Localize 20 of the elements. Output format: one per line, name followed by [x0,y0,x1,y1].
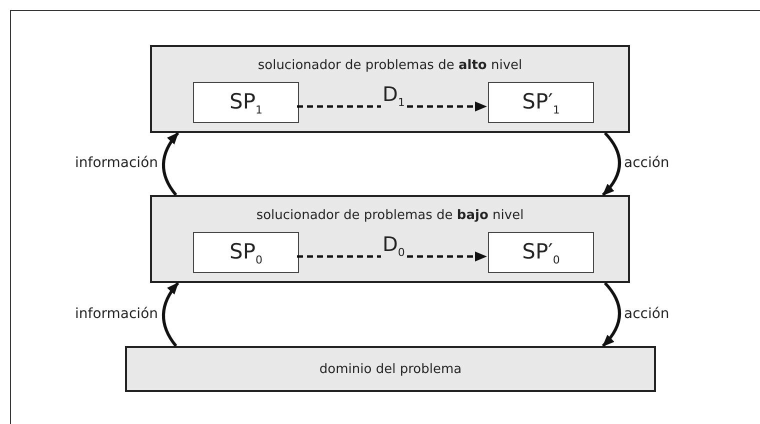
state-box [193,232,299,273]
state-label: SP$_{0}$ [228,238,264,266]
state-label: SP′$_{1}$ [521,88,561,116]
level-band [125,346,656,392]
state-box [488,82,594,123]
dashed-arrow [297,102,487,112]
curved-arrow [162,282,180,347]
curved-arrow [162,132,180,196]
band-title: solucionador de problemas de alto nivel [256,58,524,73]
level-band [150,195,630,283]
state-label: SP$_{1}$ [228,88,264,116]
state-label: SP′$_{0}$ [521,238,561,266]
band-title: dominio del problema [318,362,463,377]
dashed-arrow [297,252,487,262]
state-box [488,232,594,273]
curved-arrow [602,282,621,348]
curved-arrow [602,132,621,196]
state-box [193,82,299,123]
band-title: solucionador de problemas de bajo nivel [255,208,525,223]
level-band [150,45,630,133]
